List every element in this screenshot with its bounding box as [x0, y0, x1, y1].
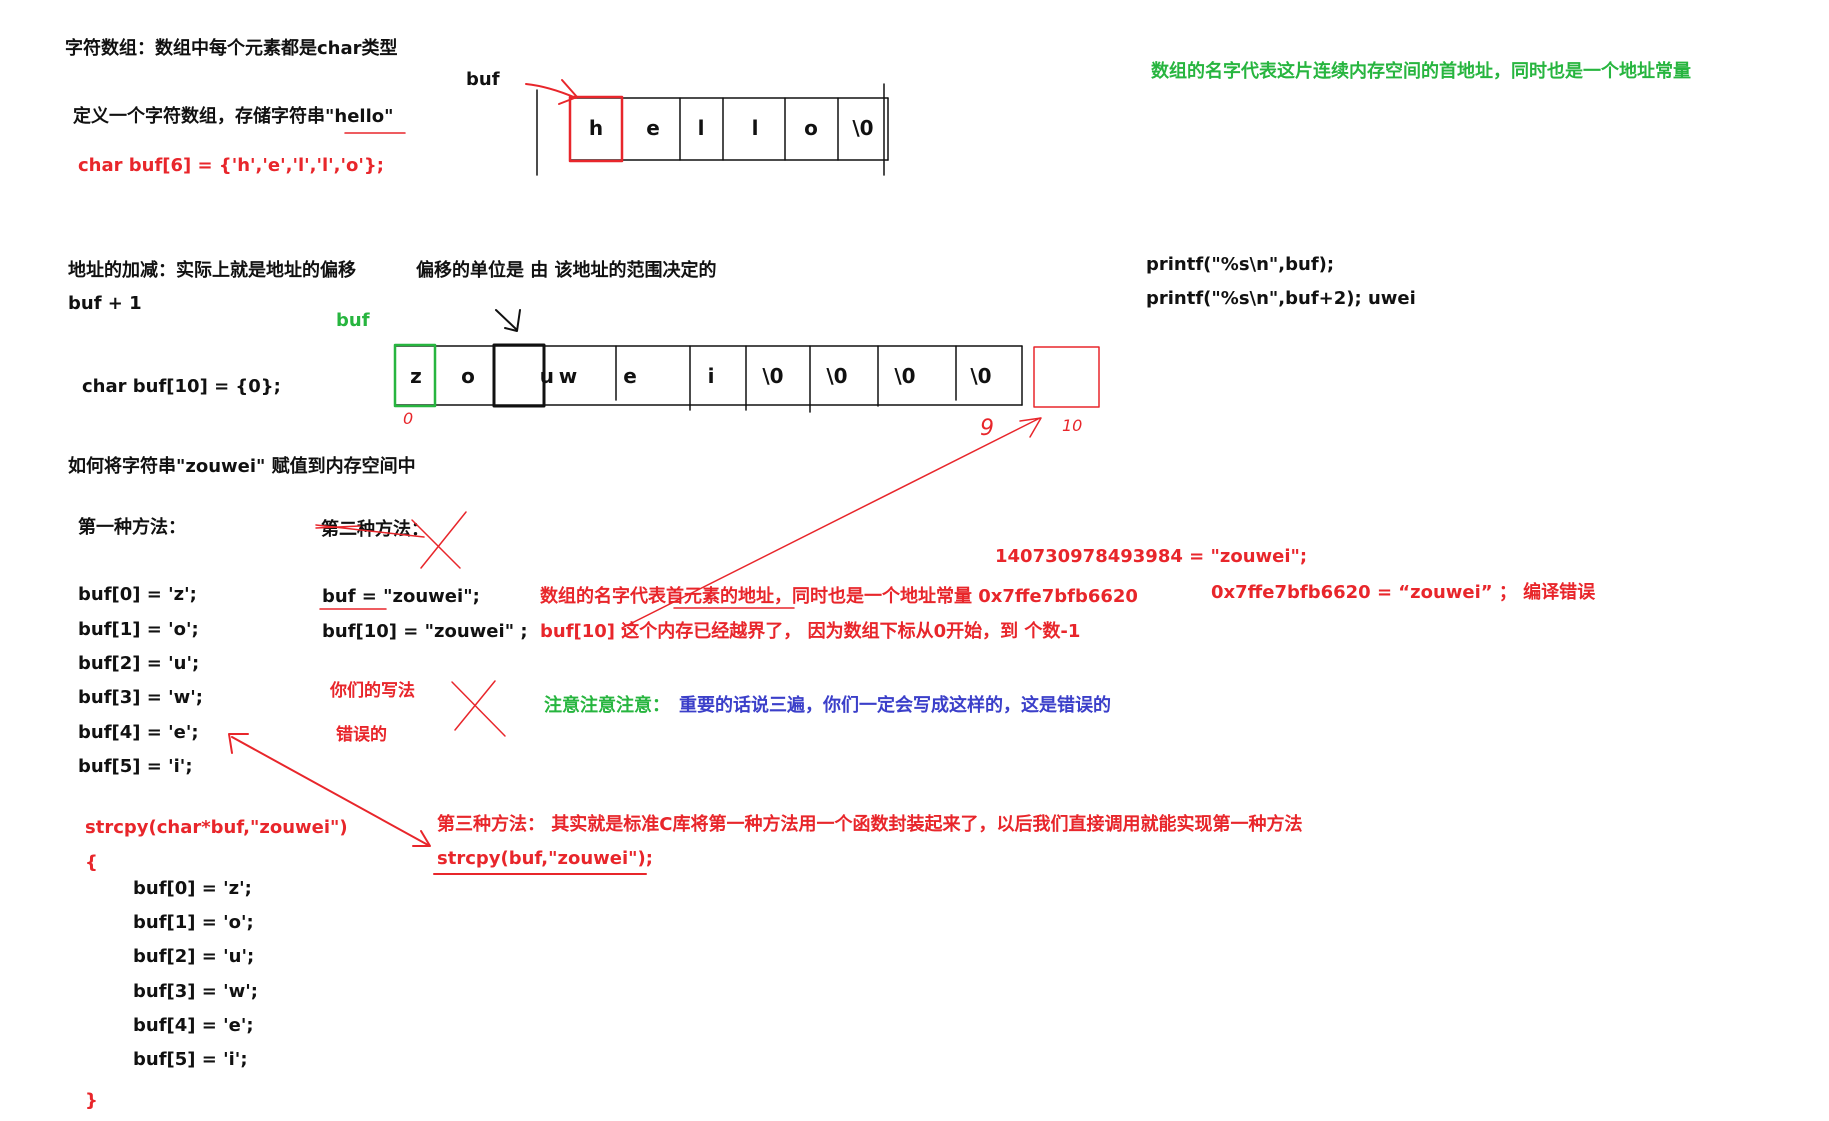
buf-arrow-1: [525, 79, 578, 105]
array2-cell-0: z: [410, 364, 422, 388]
wrong-assign-1: buf = "zouwei";: [322, 586, 480, 607]
array2-cell-3: w: [558, 364, 578, 388]
array2-cell-1: o: [461, 364, 475, 388]
array2-cell-4: e: [623, 364, 637, 388]
cross-mark-2: [451, 680, 506, 737]
strcpy-line-5: buf[5] = 'i';: [133, 1049, 248, 1070]
method1-line-4: buf[4] = 'e';: [78, 722, 199, 743]
notice-green: 注意注意注意：: [544, 695, 670, 716]
method1-line-3: buf[3] = 'w';: [78, 687, 203, 708]
your-way-label: 你们的写法: [330, 681, 415, 701]
wrong-assign-2: buf[10] = "zouwei" ;: [322, 621, 528, 642]
array1-cell-0: h: [588, 116, 604, 140]
define-note: 定义一个字符数组，存储字符串"hello": [73, 106, 394, 127]
array2-cell-9: \0: [970, 364, 992, 388]
buf-label-1: buf: [466, 69, 500, 90]
strcpy-call: strcpy(buf,"zouwei");: [437, 848, 653, 869]
strcpy-line-4: buf[4] = 'e';: [133, 1015, 254, 1036]
index-mark-9: 9: [980, 416, 994, 441]
array1-cell-4: o: [804, 116, 818, 140]
address-assign: 140730978493984 = "zouwei";: [995, 546, 1308, 567]
method-link-arrow: [228, 733, 431, 847]
strcpy-line-2: buf[2] = 'u';: [133, 946, 255, 967]
wrong-label: 错误的: [336, 725, 387, 745]
method1-line-1: buf[1] = 'o';: [78, 619, 199, 640]
section2-title: 地址的加减：实际上就是地址的偏移: [68, 260, 356, 281]
index-mark-10: 10: [1062, 416, 1083, 435]
array2-cell-5: i: [707, 364, 715, 388]
section3-title: 如何将字符串"zouwei" 赋值到内存空间中: [68, 456, 416, 477]
out-of-bounds-arrow: [621, 417, 1042, 629]
buf10-declaration: char buf[10] = {0};: [82, 376, 281, 397]
notice-blue: 重要的话说三遍，你们一定会写成这样的，这是错误的: [679, 695, 1111, 716]
explain-array-name: 数组的名字代表首元素的地址，同时也是一个地址常量 0x7ffe7bfb6620: [540, 586, 1138, 607]
array1-cell-1: e: [646, 116, 660, 140]
buf6-declaration: char buf[6] = {'h','e','l','l','o'};: [78, 155, 384, 176]
array1-cell-3: l: [751, 116, 759, 140]
out-of-bounds-cell: [1033, 346, 1100, 408]
strcpy-line-1: buf[1] = 'o';: [133, 912, 254, 933]
address-compile-error: 0x7ffe7bfb6620 = “zouwei” ； 编译错误: [1211, 582, 1596, 603]
strcpy-line-0: buf[0] = 'z';: [133, 878, 252, 899]
strcpy-brace-close: }: [85, 1090, 98, 1111]
section1-title: 字符数组：数组中每个元素都是char类型: [65, 38, 398, 59]
strcpy-brace-open: {: [85, 852, 98, 873]
offset-arrow: [495, 309, 521, 332]
array2-cell-8: \0: [894, 364, 916, 388]
array2-third-cell-highlight: [492, 343, 546, 408]
strcpy-signature: strcpy(char*buf,"zouwei"): [85, 817, 348, 838]
printf-line-1: printf("%s\n",buf);: [1146, 254, 1335, 275]
array1-cell-5: \0: [852, 116, 874, 140]
method3-note: 第三种方法： 其实就是标准C库将第一种方法用一个函数封装起来了，以后我们直接调用…: [437, 814, 1303, 835]
cross-mark-1: [411, 511, 467, 569]
buf-label-2: buf: [336, 310, 370, 331]
strcpy-line-3: buf[3] = 'w';: [133, 981, 258, 1002]
array2-cell-7: \0: [826, 364, 848, 388]
method1-title: 第一种方法：: [78, 517, 186, 538]
method1-line-5: buf[5] = 'i';: [78, 756, 193, 777]
offset-note: 偏移的单位是 由 该地址的范围决定的: [416, 260, 717, 281]
buf-plus-1: buf + 1: [68, 293, 142, 314]
array-name-note: 数组的名字代表这片连续内存空间的首地址，同时也是一个地址常量: [1151, 61, 1691, 82]
array2-frame: [395, 345, 1023, 413]
method1-line-0: buf[0] = 'z';: [78, 584, 197, 605]
printf-line-2: printf("%s\n",buf+2); uwei: [1146, 288, 1416, 309]
index-mark-0: 0: [403, 409, 414, 428]
array1-cell-2: l: [697, 116, 705, 140]
array1-first-cell-highlight: [568, 95, 624, 163]
array2-cell-6: \0: [762, 364, 784, 388]
explain-out-of-bounds: buf[10] 这个内存已经越界了， 因为数组下标从0开始，到 个数-1: [540, 621, 1081, 642]
method1-line-2: buf[2] = 'u';: [78, 653, 200, 674]
array2-first-cell-highlight: [393, 343, 437, 408]
